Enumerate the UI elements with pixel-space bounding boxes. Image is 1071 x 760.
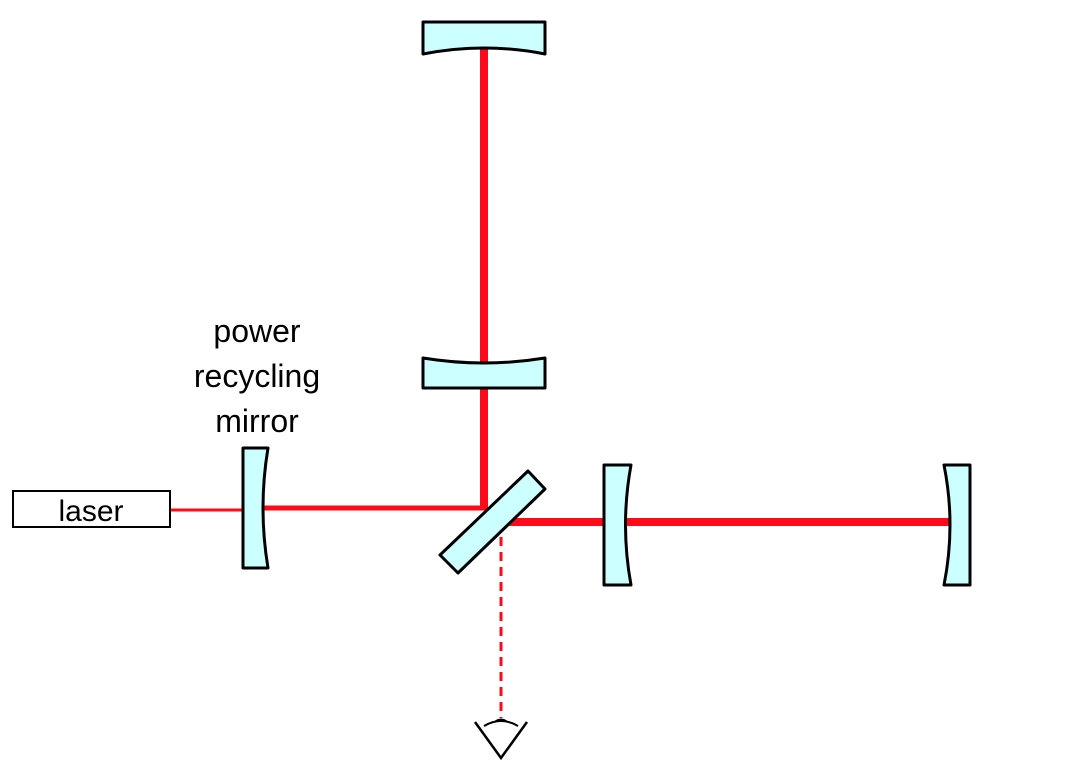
east-input-mirror <box>602 463 633 587</box>
prm-label-line-2: recycling <box>194 358 320 394</box>
prm-label-line-3: mirror <box>215 403 299 439</box>
eye-icon <box>473 718 529 760</box>
north-input-mirror <box>421 356 547 390</box>
power-recycling-mirror <box>241 446 270 570</box>
laser-box <box>12 490 171 528</box>
east-end-mirror <box>942 463 972 587</box>
prm-label-line-1: power <box>213 313 301 349</box>
laser-label: laser <box>58 495 123 528</box>
north-end-mirror <box>421 20 547 56</box>
beam-splitter <box>438 469 547 575</box>
